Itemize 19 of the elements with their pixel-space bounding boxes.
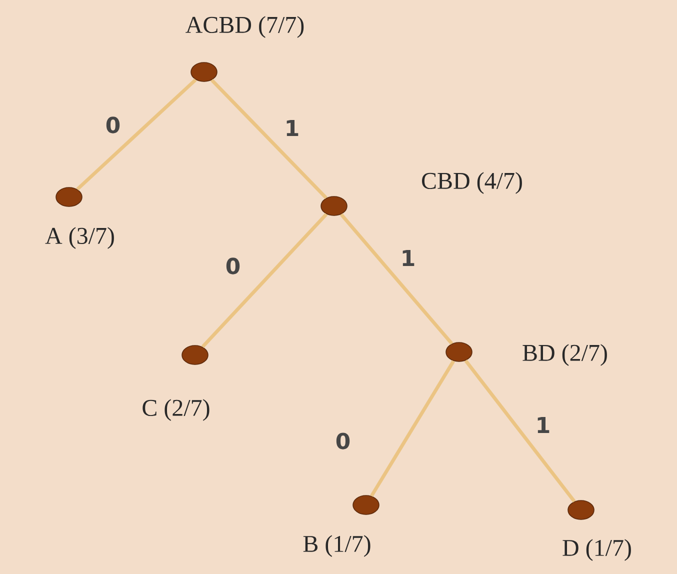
node-label: A (3/7) bbox=[45, 227, 114, 249]
tree-edge bbox=[340, 213, 454, 345]
tree-edge bbox=[76, 78, 197, 191]
edge-label: 1 bbox=[538, 416, 550, 434]
edge-label: 0 bbox=[336, 432, 350, 450]
node-label: CBD (4/7) bbox=[422, 172, 522, 194]
tree-edge bbox=[370, 360, 456, 497]
node-label: B (1/7) bbox=[303, 535, 370, 557]
edge-label: 0 bbox=[106, 116, 120, 134]
node-label: ACBD (7/7) bbox=[186, 16, 304, 38]
edge-label: 1 bbox=[402, 250, 414, 266]
node-label: C (2/7) bbox=[142, 399, 210, 421]
edge-label: 1 bbox=[286, 120, 298, 136]
node-label: BD (2/7) bbox=[522, 344, 607, 366]
tree-edge bbox=[210, 78, 328, 200]
edge-label: 0 bbox=[226, 258, 240, 274]
node-label: D (1/7) bbox=[562, 539, 631, 561]
tree-edge bbox=[464, 360, 576, 502]
tree-edge bbox=[201, 212, 328, 348]
